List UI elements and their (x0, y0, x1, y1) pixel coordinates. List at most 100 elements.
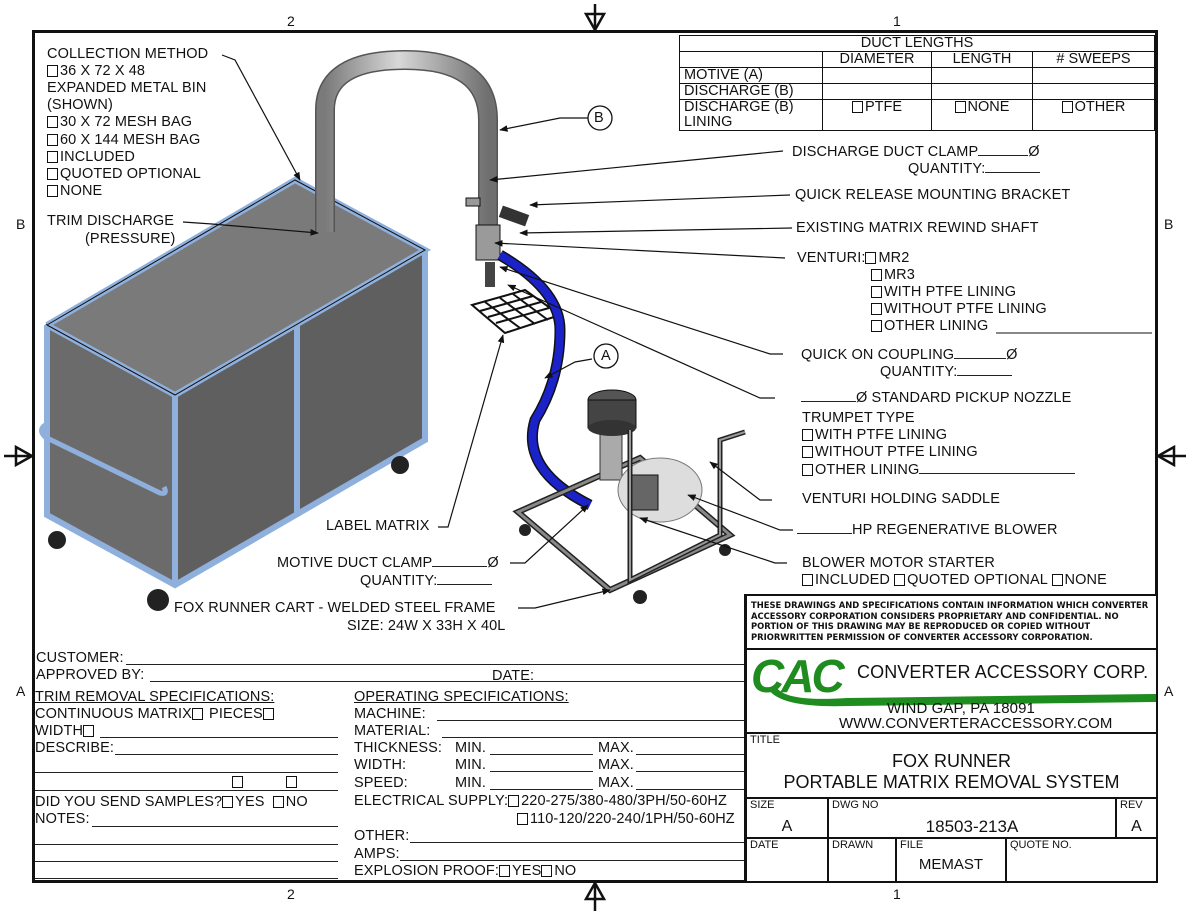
checkbox[interactable] (871, 303, 882, 315)
customer-field[interactable] (126, 664, 744, 665)
speed-min-field[interactable] (490, 789, 593, 790)
option-label: 30 X 72 MESH BAG (60, 114, 193, 130)
explosion-no-checkbox[interactable] (541, 865, 553, 877)
checkbox[interactable] (871, 320, 882, 332)
other-checkbox[interactable] (1061, 101, 1073, 113)
duct-cell[interactable] (1032, 67, 1155, 84)
checkbox[interactable] (802, 464, 813, 476)
checkbox[interactable] (894, 574, 906, 586)
checkbox[interactable] (871, 269, 882, 281)
duct-cell[interactable] (931, 67, 1033, 84)
notes-field[interactable] (92, 826, 338, 827)
checkbox[interactable] (47, 168, 58, 180)
notes-line[interactable] (35, 844, 338, 845)
centering-mark-top (583, 4, 607, 33)
motive-clamp-quantity-field[interactable] (437, 572, 493, 585)
machine-field[interactable] (437, 720, 744, 721)
width-max-field[interactable] (636, 771, 744, 772)
duct-row-label: DISCHARGE (B) LINING (679, 99, 823, 131)
width-op-label: WIDTH: (354, 757, 407, 773)
checkbox[interactable] (286, 776, 297, 788)
nozzle-diameter-field[interactable] (801, 389, 856, 402)
approved-by-label: APPROVED BY: (36, 667, 145, 683)
company-address: WIND GAP, PA 18091 (887, 700, 1035, 717)
electrical-1ph-checkbox[interactable] (517, 813, 528, 825)
date-label: DATE: (492, 668, 535, 684)
describe-line[interactable] (35, 790, 338, 791)
checkbox[interactable] (47, 134, 58, 146)
width-min-field[interactable] (490, 771, 593, 772)
describe-field[interactable] (115, 754, 338, 755)
coupling-diameter-field[interactable] (954, 346, 1007, 359)
checkbox[interactable] (47, 116, 58, 128)
option-label: OTHER LINING (884, 318, 989, 334)
notes-label: NOTES: (35, 811, 90, 827)
checkbox[interactable] (865, 252, 877, 264)
min-label: MIN. (455, 740, 487, 756)
duct-col-header: LENGTH (931, 51, 1033, 68)
option-label: 36 X 72 X 48 (60, 63, 146, 79)
option-label: WITHOUT PTFE LINING (815, 444, 978, 460)
balloon-b (587, 105, 613, 131)
approved-by-field[interactable] (150, 681, 744, 682)
continuous-checkbox[interactable] (191, 708, 203, 720)
thickness-min-field[interactable] (490, 754, 593, 755)
thickness-max-field[interactable] (636, 754, 744, 755)
duct-cell[interactable] (931, 83, 1033, 100)
material-field[interactable] (442, 737, 744, 738)
drawing-title: FOX RUNNER PORTABLE MATRIX REMOVAL SYSTE… (747, 751, 1156, 793)
yes-label: YES (235, 794, 265, 810)
other-field[interactable] (410, 842, 744, 843)
samples-no-checkbox[interactable] (272, 796, 284, 808)
motive-clamp-diameter-field[interactable] (432, 554, 488, 567)
explosion-yes-checkbox[interactable] (499, 865, 511, 877)
pieces-checkbox[interactable] (262, 708, 274, 720)
checkbox[interactable] (47, 185, 58, 197)
duct-cell[interactable] (822, 67, 932, 84)
zone-label-bottom-2: 2 (287, 886, 295, 902)
checkbox[interactable] (802, 446, 813, 458)
clamp-diameter-field[interactable] (978, 143, 1029, 156)
notes-line[interactable] (35, 878, 338, 879)
samples-yes-checkbox[interactable] (222, 796, 234, 808)
none-checkbox[interactable] (954, 101, 966, 113)
width-checkbox[interactable] (83, 725, 95, 737)
describe-line[interactable] (35, 772, 338, 773)
checkbox[interactable] (47, 151, 58, 163)
duct-table-title: DUCT LENGTHS (679, 35, 1155, 52)
duct-cell[interactable] (822, 83, 932, 100)
checkbox[interactable] (802, 574, 813, 586)
trim-discharge-sub: (PRESSURE) (85, 231, 176, 247)
quote-no-label: QUOTE NO. (1010, 839, 1072, 851)
max-label: MAX. (598, 740, 634, 756)
electrical-3ph-checkbox[interactable] (508, 795, 520, 807)
centering-mark-right (1155, 444, 1186, 468)
checkbox[interactable] (47, 65, 58, 77)
other-lining-field[interactable] (919, 461, 1076, 474)
venturi-label: VENTURI:MR2 (797, 250, 910, 266)
customer-label: CUSTOMER: (36, 650, 124, 666)
size-cell: SIZE A (745, 797, 829, 839)
checkbox[interactable] (1051, 574, 1063, 586)
describe-label: DESCRIBE: (35, 740, 115, 756)
notes-line[interactable] (35, 861, 338, 862)
amps-field[interactable] (400, 860, 744, 861)
zone-label-top-1: 1 (893, 13, 901, 29)
duct-col-header (679, 51, 823, 68)
coupling-quantity-field[interactable] (957, 363, 1013, 376)
speed-max-field[interactable] (636, 789, 744, 790)
ptfe-checkbox[interactable] (851, 101, 863, 113)
option-label: PTFE (864, 99, 903, 115)
blower-hp-field[interactable] (797, 521, 852, 534)
dwg-no-value: 18503-213A (925, 817, 1019, 836)
divider (744, 594, 746, 883)
zone-label-left-b: B (16, 216, 26, 232)
checkbox[interactable] (802, 429, 813, 441)
width-field[interactable] (100, 737, 338, 738)
clamp-quantity-field[interactable] (985, 160, 1041, 173)
duct-cell[interactable] (1032, 83, 1155, 100)
zone-label-bottom-1: 1 (893, 886, 901, 902)
checkbox[interactable] (871, 286, 882, 298)
checkbox[interactable] (232, 776, 243, 788)
